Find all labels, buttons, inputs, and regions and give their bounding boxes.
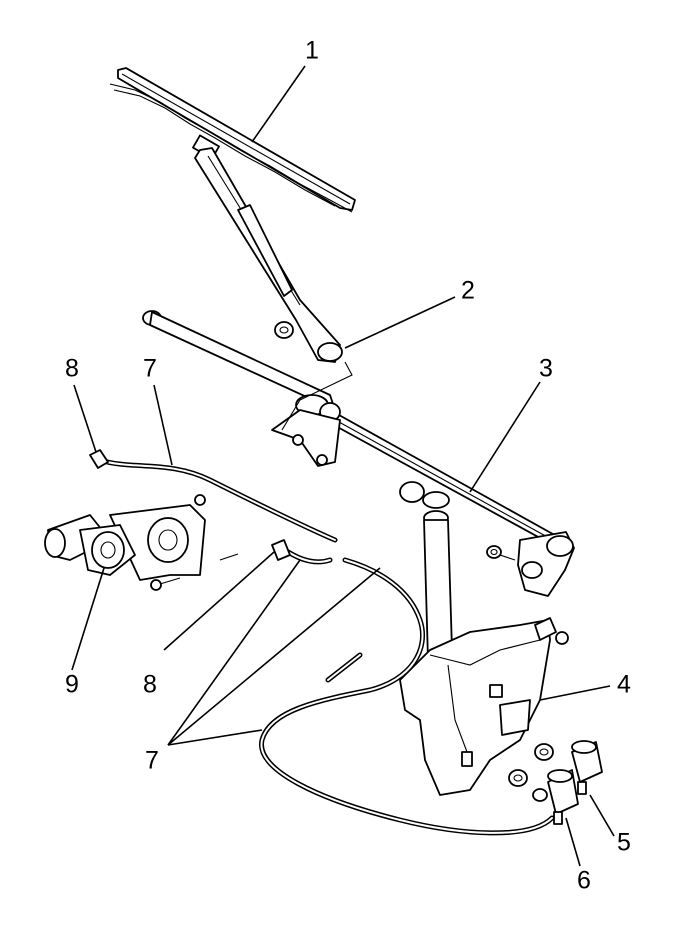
callout-6: 6 xyxy=(577,867,591,895)
callout-3: 3 xyxy=(539,355,553,383)
washer-hoses xyxy=(97,457,555,836)
wiper-arm xyxy=(194,147,343,363)
callout-labels: 1 2 3 4 5 6 7 7 8 8 9 xyxy=(65,37,631,895)
callout-8-top: 8 xyxy=(65,355,79,383)
wiper-linkage xyxy=(142,310,575,597)
washer-pump-rear xyxy=(547,769,579,825)
callout-9: 9 xyxy=(65,671,79,699)
washer-reservoir xyxy=(399,481,569,796)
callout-5: 5 xyxy=(617,829,631,857)
wiper-blade xyxy=(109,67,356,213)
wiper-motor xyxy=(44,494,239,591)
callout-8-bottom: 8 xyxy=(143,671,157,699)
callout-7-top: 7 xyxy=(143,355,157,383)
washer-pump-front xyxy=(571,740,603,795)
callout-1: 1 xyxy=(305,37,319,65)
pump-grommets xyxy=(508,743,554,802)
callout-2: 2 xyxy=(461,277,475,305)
callout-4: 4 xyxy=(617,671,631,699)
callout-7-bottom: 7 xyxy=(145,747,159,775)
leader-lines xyxy=(71,65,615,867)
